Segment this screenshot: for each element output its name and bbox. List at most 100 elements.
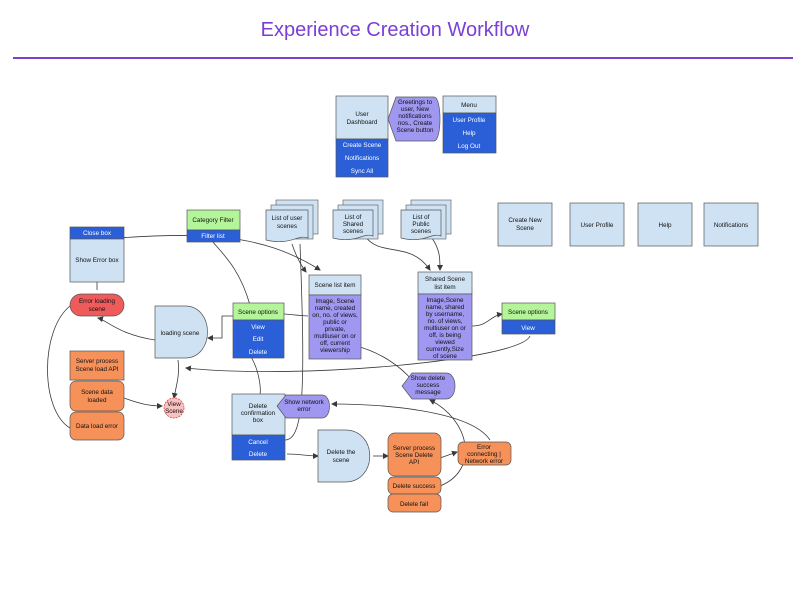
edge-delete-confirm [286,452,319,459]
svg-text:scene: scene [89,306,106,313]
svg-text:user, New: user, New [401,106,429,113]
svg-text:Show Error box: Show Error box [75,257,119,264]
svg-text:Scene button: Scene button [396,127,434,134]
close-box-node: Close box Show Error box [69,226,125,283]
svg-text:nos., Create: nos., Create [398,120,433,127]
svg-text:Server process: Server process [393,445,435,452]
user-dashboard-node: User Dashboard Create Scene Notification… [335,95,389,178]
menu-user-profile: User Profile [453,117,486,124]
svg-text:Network error: Network error [465,458,503,465]
page-title: Experience Creation Workflow [260,19,530,41]
greetings-node: Greetings to user, New notifications nos… [387,96,441,142]
edge-delete-to-confirm [247,351,261,397]
list-shared-scenes-node: List of Shared scenes [332,199,384,241]
svg-text:Error loading: Error loading [79,298,116,305]
svg-text:Greetings to: Greetings to [398,99,433,106]
svg-text:off, is being: off, is being [429,332,462,339]
svg-text:User Profile: User Profile [581,222,614,229]
shared-scene-options-node: Scene options View [501,302,556,335]
help-node: Help [637,202,693,247]
svg-text:Server process: Server process [76,358,118,365]
svg-text:currently,Size: currently,Size [426,346,464,353]
svg-text:Scene options: Scene options [238,309,278,316]
svg-text:View: View [167,401,181,408]
menu-label: Menu [461,102,477,109]
dashboard-label-line2: Dashboard [347,119,378,126]
svg-text:List of user: List of user [272,215,303,222]
menu-node: Menu User Profile Help Log Out [442,95,497,154]
svg-text:Scene: Scene [516,225,534,232]
svg-text:Delete success: Delete success [393,483,436,490]
scene-options-node: Scene options View Edit Delete [232,302,285,359]
svg-text:confirmation: confirmation [241,410,276,417]
svg-text:Public: Public [412,221,429,228]
svg-text:Delete fail: Delete fail [400,501,428,508]
svg-text:error: error [297,406,310,413]
edge-shared-to-item [364,235,431,271]
edge-shared-to-options [471,311,503,327]
svg-text:Help: Help [659,222,672,229]
svg-text:Filter list: Filter list [201,233,225,240]
title-divider [13,57,793,59]
svg-text:Scene options: Scene options [508,309,548,316]
notifications-node: Notifications [703,202,759,247]
svg-text:Notifications: Notifications [714,222,748,229]
notifications-item: Notifications [345,155,379,162]
category-filter-node: Category Filter Filter list [186,209,241,243]
edge-message-to-list [355,344,413,381]
edge-server-to-net-error [439,450,458,459]
sync-all-item: Sync All [351,168,373,175]
svg-text:Scene list item: Scene list item [315,282,356,289]
shared-scene-list-item-node: Shared Scene list item Image,Scene name,… [417,271,473,361]
svg-text:viewed: viewed [435,339,455,346]
confirm-cancel: Cancel [248,439,268,446]
edge-data-error-loop [47,305,71,429]
svg-text:message: message [415,389,441,396]
svg-text:by username,: by username, [426,311,464,318]
scene-option-edit: Edit [253,336,264,343]
scene-option-delete: Delete [249,349,268,356]
server-load-node: Server process Scene load API Scene data… [69,350,125,441]
svg-text:multiuser on or: multiuser on or [424,325,466,332]
svg-text:Scene load API: Scene load API [75,366,118,373]
svg-text:List of: List of [345,214,362,221]
svg-text:Delete the: Delete the [327,449,356,456]
delete-the-scene-node: Delete the scene [317,429,370,483]
svg-text:Close box: Close box [83,230,112,237]
svg-text:of scene: of scene [433,353,457,360]
svg-text:off, current: off, current [320,340,350,347]
svg-text:scenes: scenes [411,228,431,235]
svg-text:loaded: loaded [88,397,107,404]
svg-text:list item: list item [434,284,455,291]
svg-text:Show network: Show network [284,399,324,406]
svg-text:Scene: Scene [165,408,183,415]
svg-text:Shared Scene: Shared Scene [425,276,465,283]
svg-text:Category Filter: Category Filter [192,217,233,224]
svg-text:Data load error: Data load error [76,423,118,430]
svg-text:Scene Delete: Scene Delete [395,452,433,459]
show-network-error-node: Show network error [276,394,330,419]
svg-text:scenes: scenes [343,228,363,235]
svg-text:Image,Scene: Image,Scene [426,297,464,304]
svg-text:Delete: Delete [249,403,268,410]
svg-text:Shared: Shared [343,221,364,228]
svg-text:scene: scene [333,457,350,464]
create-new-scene-node: Create New Scene [497,202,553,247]
create-scene-item: Create Scene [343,142,382,149]
edge-user-scenes-to-item [291,243,307,273]
scene-list-item-node: Scene list item Image, Scene name, creat… [308,274,362,360]
svg-text:notifications: notifications [398,113,431,120]
svg-text:box: box [253,417,264,424]
menu-help: Help [463,130,476,137]
confirm-delete: Delete [249,451,268,458]
user-profile-node: User Profile [569,202,625,247]
edge-net-error-to-show [331,401,491,441]
svg-text:success: success [417,382,440,389]
svg-text:public or: public or [323,319,347,326]
svg-text:Scene data: Scene data [81,389,113,396]
svg-text:no. of views,: no. of views, [428,318,463,325]
svg-text:loading scene: loading scene [161,330,200,337]
svg-text:List of: List of [413,214,430,221]
svg-text:API: API [409,459,419,466]
